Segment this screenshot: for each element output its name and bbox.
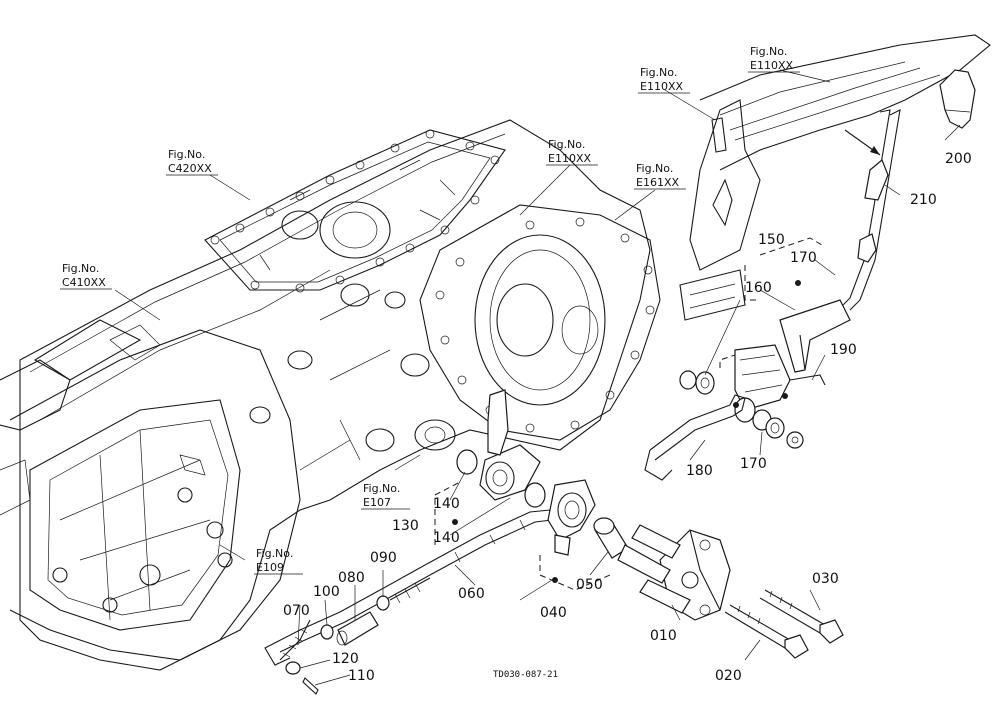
fig-ref-e161: Fig.No. E161XX — [634, 162, 686, 190]
part-label-210: 210 — [910, 192, 937, 208]
part-label-060: 060 — [458, 586, 485, 602]
part-label-100: 100 — [313, 584, 340, 600]
part-label-180: 180 — [686, 463, 713, 479]
part-label-170-lower: 170 — [740, 456, 767, 472]
fig-ref-e107: Fig.No. E107 — [361, 482, 410, 510]
part-label-190: 190 — [830, 342, 857, 358]
part-label-040: 040 — [540, 605, 567, 621]
svg-text:E110XX: E110XX — [640, 80, 683, 93]
part-label-160: 160 — [745, 280, 772, 296]
part-label-140-lower: 140 — [433, 530, 460, 546]
part-label-140-upper: 140 — [433, 496, 460, 512]
svg-text:Fig.No.: Fig.No. — [168, 148, 205, 161]
svg-text:Fig.No.: Fig.No. — [363, 482, 400, 495]
fig-ref-e110-center: Fig.No. E110XX — [546, 138, 598, 166]
fig-ref-c420: Fig.No. C420XX — [166, 148, 218, 176]
svg-text:C410XX: C410XX — [62, 276, 106, 289]
part-label-020: 020 — [715, 668, 742, 684]
part-label-130: 130 — [392, 518, 419, 534]
svg-text:E110XX: E110XX — [750, 59, 793, 72]
part-label-010: 010 — [650, 628, 677, 644]
svg-text:Fig.No.: Fig.No. — [256, 547, 293, 560]
svg-text:Fig.No.: Fig.No. — [548, 138, 585, 151]
part-label-080: 080 — [338, 570, 365, 586]
svg-text:Fig.No.: Fig.No. — [750, 45, 787, 58]
fig-ref-e110-mid: Fig.No. E110XX — [638, 66, 690, 94]
svg-text:C420XX: C420XX — [168, 162, 212, 175]
part-label-120: 120 — [332, 651, 359, 667]
fig-ref-c410: Fig.No. C410XX — [60, 262, 112, 290]
part-label-170-upper: 170 — [790, 250, 817, 266]
svg-text:E109: E109 — [256, 561, 284, 574]
svg-text:E161XX: E161XX — [636, 176, 679, 189]
part-label-150: 150 — [758, 232, 785, 248]
part-label-030: 030 — [812, 571, 839, 587]
svg-text:Fig.No.: Fig.No. — [636, 162, 673, 175]
part-label-090: 090 — [370, 550, 397, 566]
shift-lever-icon — [679, 34, 991, 373]
drawing-code: TD030-087-21 — [493, 670, 558, 680]
part-label-050: 050 — [576, 577, 603, 593]
fig-ref-e109: Fig.No. E109 — [254, 547, 303, 575]
svg-text:Fig.No.: Fig.No. — [62, 262, 99, 275]
part-label-200: 200 — [945, 151, 972, 167]
part-label-070: 070 — [283, 603, 310, 619]
transmission-housing-icon — [0, 119, 661, 671]
svg-text:E107: E107 — [363, 496, 391, 509]
svg-text:Fig.No.: Fig.No. — [640, 66, 677, 79]
part-label-110: 110 — [348, 668, 375, 684]
svg-text:E110XX: E110XX — [548, 152, 591, 165]
fig-ref-e110-top: Fig.No. E110XX — [748, 45, 800, 73]
